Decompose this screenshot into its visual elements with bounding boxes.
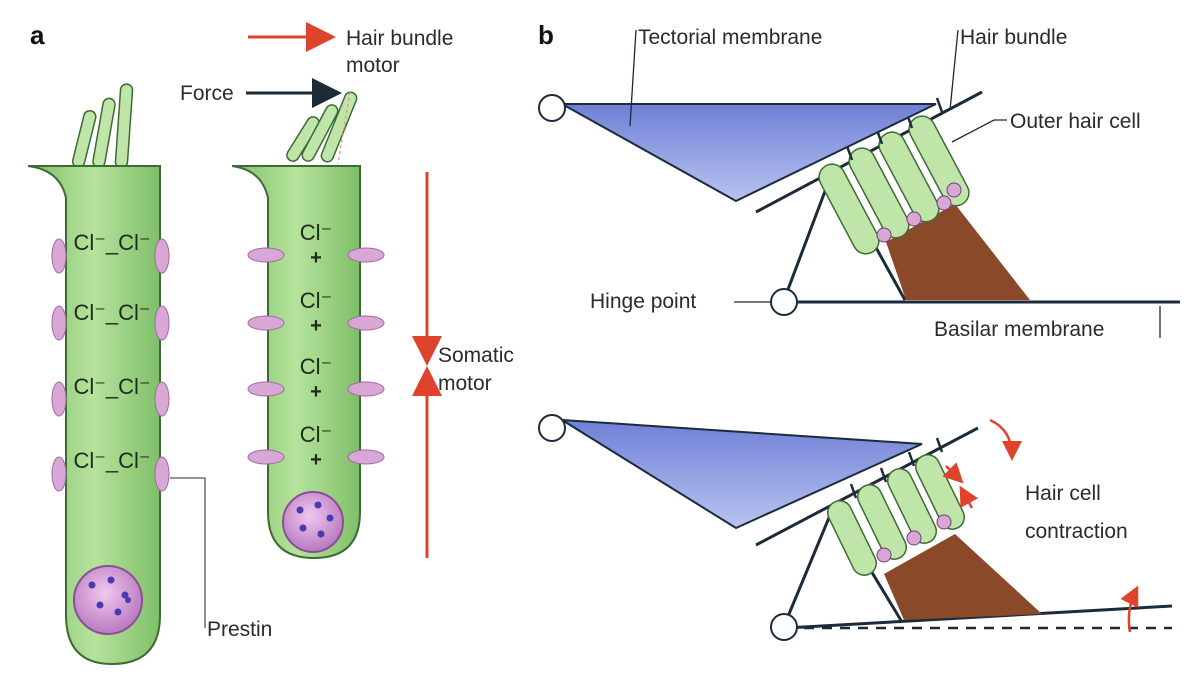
hair-bundles-contracted [849, 437, 944, 499]
deiters-cell-support-deflected [884, 534, 1042, 620]
nucleus-right [282, 491, 344, 553]
tectorial-hinge-bottom [538, 414, 566, 442]
prestin-callout-line [170, 477, 206, 628]
hinge-point-circle-bottom [770, 613, 798, 641]
charge-2: + [310, 315, 322, 337]
reticular-lamina-rotation-arrow [989, 418, 1022, 461]
outer-hair-cells-rest [818, 115, 970, 255]
basilar-membrane-label: Basilar membrane [934, 318, 1104, 341]
chloride-ion-2: Cl⁻ [300, 288, 332, 313]
cochlear-partition-rest [538, 90, 1180, 316]
tectorial-membrane-shape-deflected [561, 419, 923, 530]
chloride-pair-4: Cl⁻_Cl⁻ [73, 448, 150, 473]
charge-1: + [310, 247, 322, 269]
hair-cell-contraction-label-line2: contraction [1025, 520, 1128, 543]
outer-hair-cell-contracted: Cl⁻ + Cl⁻ + Cl⁻ + Cl⁻ + [231, 91, 385, 560]
tectorial-membrane-label: Tectorial membrane [638, 26, 822, 49]
prestin-particles-right [247, 247, 385, 465]
hair-bundle-right [286, 91, 358, 165]
outer-hair-cell-pointer [951, 119, 1007, 143]
outer-hair-cell-relaxed: Cl⁻_Cl⁻ Cl⁻_Cl⁻ Cl⁻_Cl⁻ Cl⁻_Cl⁻ [27, 83, 170, 666]
tectorial-membrane-pointer [629, 29, 637, 127]
hair-bundle-motor-label-line2: motor [346, 54, 400, 77]
charge-3: + [310, 381, 322, 403]
hinge-point-circle [770, 288, 798, 316]
prestin-particles-left [51, 238, 170, 492]
chloride-ion-4: Cl⁻ [300, 422, 332, 447]
force-label: Force [180, 82, 234, 105]
chloride-pair-1: Cl⁻_Cl⁻ [73, 230, 150, 255]
prestin-label: Prestin [207, 618, 272, 641]
deiters-cell-support [886, 204, 1030, 300]
chloride-ion-3: Cl⁻ [300, 354, 332, 379]
panel-a-letter: a [30, 20, 45, 50]
basilar-membrane-rotation-arrow [1120, 585, 1139, 633]
tectorial-hinge [538, 94, 566, 122]
somatic-motor-label-line2: motor [438, 372, 492, 395]
nucleus-left [73, 565, 143, 635]
pillar-cell-left-deflected [782, 507, 835, 627]
chloride-pair-3: Cl⁻_Cl⁻ [73, 374, 150, 399]
hair-cell-contraction-label-line1: Hair cell [1025, 482, 1101, 505]
hinge-point-label: Hinge point [590, 290, 696, 313]
hair-bundle-pointer [949, 29, 959, 111]
contraction-arrow-up [959, 485, 979, 509]
outer-hair-cells-contracted [826, 454, 966, 576]
cochlear-partition-contracted [538, 414, 1173, 641]
chloride-pair-2: Cl⁻_Cl⁻ [73, 300, 150, 325]
hair-bundle-left [71, 83, 134, 169]
hair-bundle-label: Hair bundle [960, 26, 1067, 49]
charge-4: + [310, 449, 322, 471]
chloride-ion-1: Cl⁻ [300, 220, 332, 245]
outer-hair-cell-label: Outer hair cell [1010, 110, 1141, 133]
hair-bundle-motor-label-line1: Hair bundle [346, 27, 453, 50]
somatic-motor-label-line1: Somatic [438, 344, 514, 367]
basilar-membrane-deflected [785, 604, 1173, 630]
panel-b-letter: b [538, 20, 554, 50]
tectorial-membrane-shape [558, 103, 937, 203]
contraction-arrow-down [942, 462, 964, 484]
